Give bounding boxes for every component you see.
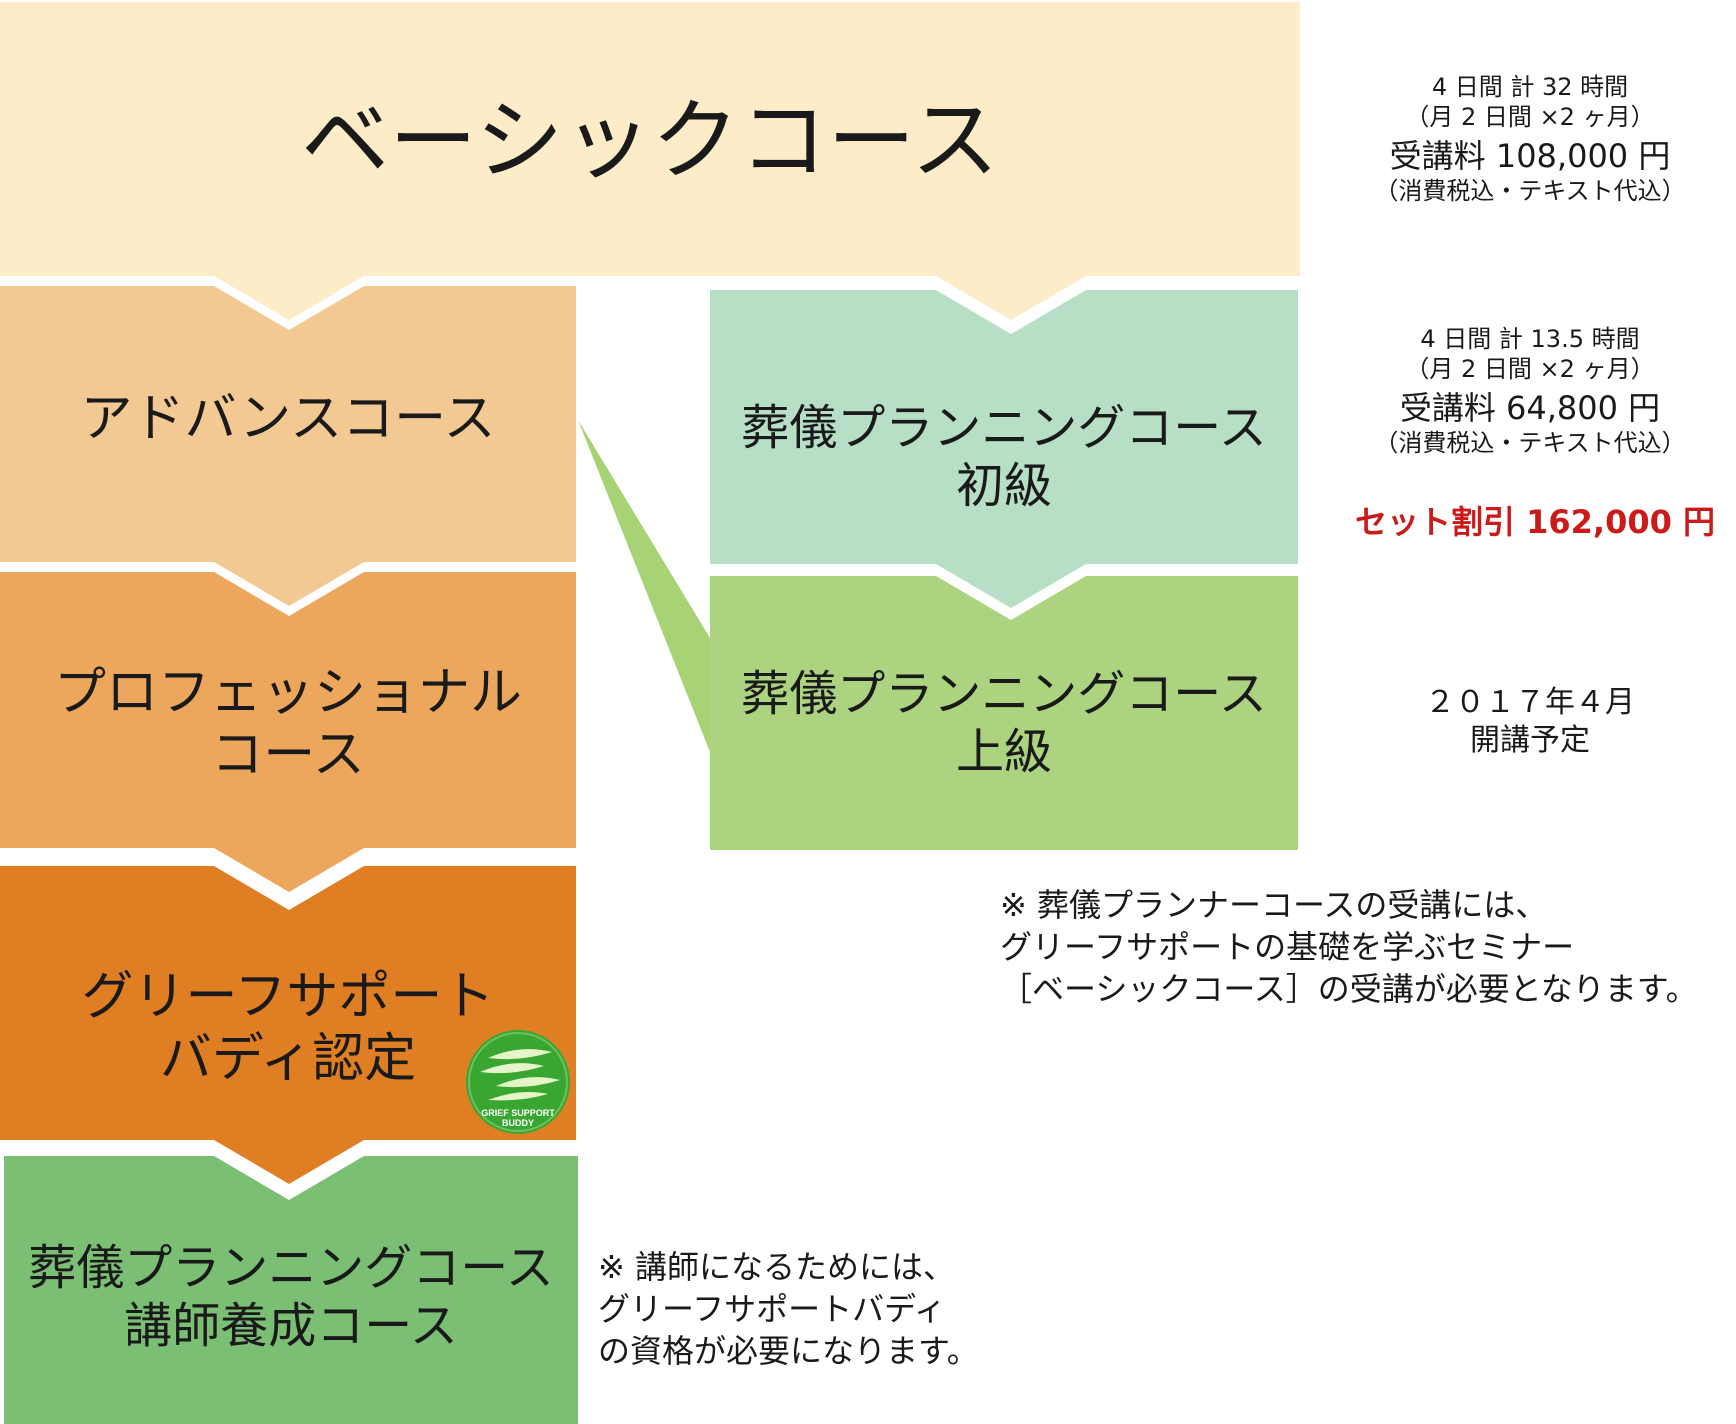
professional-course-title-line2: コース — [211, 725, 365, 786]
basic-fee: 受講料 108,000 円 — [1389, 137, 1671, 175]
planning-schedule: （月 2 日間 ×2 ヶ月） — [1405, 355, 1655, 383]
planning-advanced-title: 葬儀プランニングコース 上級 — [710, 666, 1298, 781]
advanced-start-line2: 開講予定 — [1470, 722, 1590, 758]
instructor-note: ※ 講師になるためには、 グリーフサポートバディ の資格が必要になります。 — [598, 1246, 979, 1373]
leaf-stripes-icon — [480, 1049, 560, 1101]
professional-course-title-line1: プロフェッショナル — [53, 663, 522, 723]
badge-text-line1: GRIEF SUPPORT — [481, 1108, 555, 1118]
advance-to-planning-connector — [578, 420, 710, 752]
advance-course-title: アドバンスコース — [80, 389, 496, 449]
planning-advanced-box — [710, 576, 1298, 850]
basic-course-box — [0, 2, 1300, 320]
professional-course-title: プロフェッショナル コース — [0, 662, 576, 787]
instructor-course-title-line2: 講師養成コース — [124, 1297, 458, 1354]
planning-beginner-box — [710, 290, 1298, 608]
instructor-course-title: 葬儀プランニングコース 講師養成コース — [4, 1240, 578, 1355]
basic-fee-note: （消費税込・テキスト代込） — [1374, 177, 1686, 205]
planner-note-line1: ※ 葬儀プランナーコースの受講には、 — [1000, 886, 1548, 924]
planner-note: ※ 葬儀プランナーコースの受講には、 グリーフサポートの基礎を学ぶセミナー ［ベ… — [1000, 884, 1698, 1011]
buddy-course-title-line1: グリーフサポート — [81, 967, 495, 1027]
buddy-course-title: グリーフサポート バディ認定 — [0, 966, 576, 1091]
instructor-note-line3: の資格が必要になります。 — [598, 1332, 979, 1371]
buddy-course-title-line2: バディ認定 — [159, 1029, 417, 1090]
basic-course-info: 4 日間 計 32 時間 （月 2 日間 ×2 ヶ月） 受講料 108,000 … — [1340, 72, 1720, 206]
basic-schedule: （月 2 日間 ×2 ヶ月） — [1405, 103, 1655, 131]
instructor-note-line1: ※ 講師になるためには、 — [598, 1248, 955, 1286]
grief-support-buddy-badge: GRIEF SUPPORT BUDDY — [466, 1030, 570, 1134]
advanced-start-date: ２０１７年４月 開講予定 — [1340, 684, 1720, 759]
professional-course-box — [0, 572, 576, 892]
basic-course-title: ベーシックコース — [301, 89, 999, 192]
planner-note-line3: ［ベーシックコース］の受講が必要となります。 — [1000, 970, 1698, 1009]
instructor-note-line2: グリーフサポートバディ — [598, 1290, 946, 1329]
planner-note-line2: グリーフサポートの基礎を学ぶセミナー — [1000, 928, 1575, 967]
planning-course-info: 4 日間 計 13.5 時間 （月 2 日間 ×2 ヶ月） 受講料 64,800… — [1340, 324, 1720, 458]
advance-course-box — [0, 286, 576, 606]
planning-beginner-title: 葬儀プランニングコース 初級 — [710, 400, 1298, 515]
instructor-course-title-line1: 葬儀プランニングコース — [28, 1240, 554, 1296]
planning-beginner-title-line2: 初級 — [955, 457, 1052, 514]
planning-fee: 受講料 64,800 円 — [1399, 389, 1661, 427]
planning-advanced-title-line1: 葬儀プランニングコース — [741, 666, 1267, 722]
badge-text-line2: BUDDY — [502, 1118, 534, 1128]
basic-duration: 4 日間 計 32 時間 — [1431, 73, 1629, 101]
buddy-course-box — [0, 866, 576, 1184]
planning-beginner-title-line1: 葬儀プランニングコース — [741, 400, 1267, 456]
instructor-course-box — [4, 1156, 578, 1424]
planning-fee-note: （消費税込・テキスト代込） — [1374, 429, 1686, 457]
set-discount: セット割引 162,000 円 — [1354, 503, 1716, 541]
planning-advanced-title-line2: 上級 — [955, 723, 1052, 780]
planning-duration: 4 日間 計 13.5 時間 — [1420, 325, 1640, 353]
advanced-start-line1: ２０１７年４月 — [1425, 685, 1635, 720]
